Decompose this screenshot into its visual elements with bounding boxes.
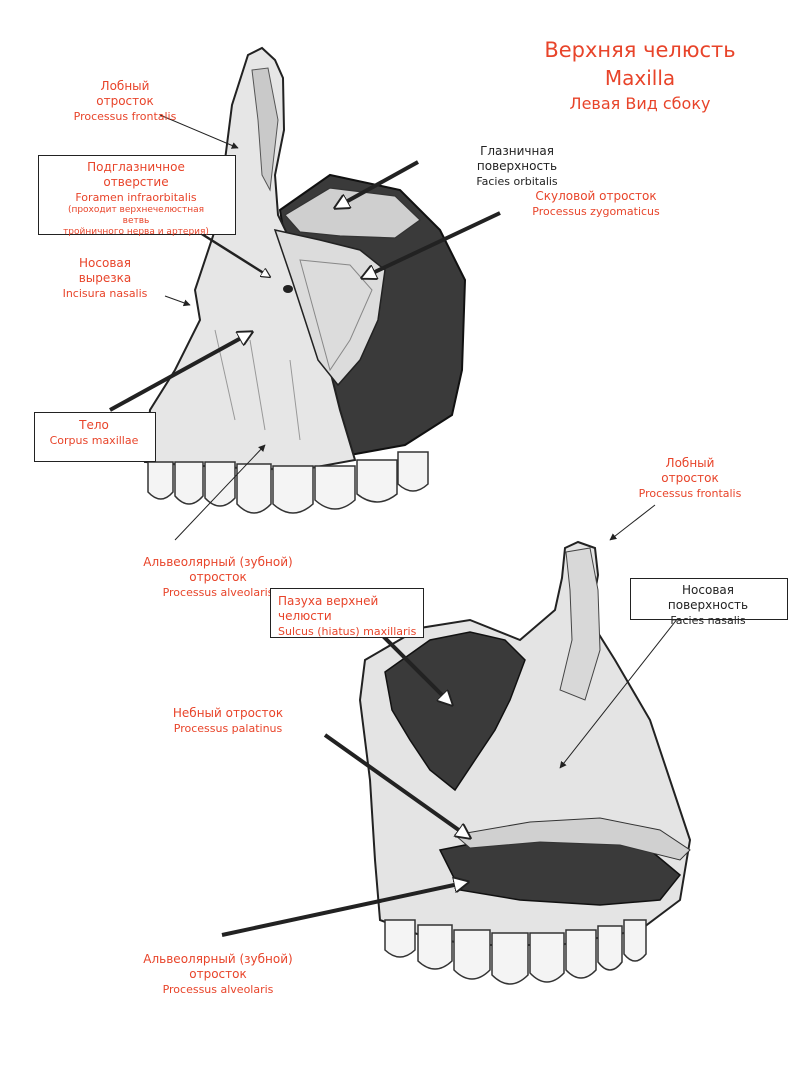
label-frontal-process-top: Лобный отросток Processus frontalis — [55, 79, 195, 124]
label-note: ветвь — [122, 216, 150, 226]
label-text: отверстие — [103, 175, 169, 189]
label-text: Альвеолярный (зубной) — [143, 555, 293, 569]
label-latin: Processus palatinus — [173, 722, 283, 735]
upper-teeth — [147, 451, 429, 514]
label-orbital-surface: Глазничная поверхность Facies orbitalis — [458, 144, 576, 189]
label-text: Тело — [79, 418, 109, 432]
label-latin: Processus zygomaticus — [532, 205, 660, 218]
pointer-lines — [109, 114, 679, 937]
label-text: Подглазничное — [87, 160, 185, 174]
label-text: Глазничная — [480, 144, 554, 158]
label-nasal-surface-text: Носовая поверхность Facies nasalis — [630, 583, 786, 628]
label-latin: Processus frontalis — [73, 110, 177, 123]
label-text: отросток — [661, 471, 719, 485]
label-text: Альвеолярный (зубной) — [143, 952, 293, 966]
lower-teeth — [384, 919, 647, 985]
label-text: Лобный — [100, 79, 150, 93]
label-latin: Corpus maxillae — [49, 434, 139, 447]
label-text: челюсти — [278, 609, 332, 623]
label-palatine-process: Небный отросток Processus palatinus — [158, 706, 298, 736]
label-latin: Facies orbitalis — [476, 175, 558, 188]
label-text: Небный отросток — [172, 706, 284, 720]
infraorbital-foramen — [283, 285, 293, 293]
title-view: Левая Вид сбоку — [569, 94, 711, 113]
label-maxillary-sinus — [270, 588, 424, 638]
label-latin: Facies nasalis — [670, 614, 746, 627]
label-text: Скуловой отросток — [535, 189, 657, 203]
label-frontal-process-right: Лобный отросток Processus frontalis — [620, 456, 760, 501]
label-alveolar-process-bottom: Альвеолярный (зубной) отросток Processus… — [128, 952, 308, 997]
label-infraorbital-text: Подглазничное отверстие Foramen infraorb… — [38, 160, 234, 238]
label-text: поверхность — [667, 598, 749, 612]
label-latin: Foramen infraorbitalis — [75, 191, 197, 204]
label-text: отросток — [96, 94, 154, 108]
label-body — [34, 412, 156, 462]
label-text: отросток — [189, 570, 247, 584]
label-zygomatic-process: Скуловой отросток Processus zygomaticus — [516, 189, 676, 219]
maxilla-lateral-view — [143, 46, 467, 514]
label-latin: Processus frontalis — [638, 487, 742, 500]
figure-title: Верхняя челюсть Maxilla Левая Вид сбоку — [520, 36, 760, 116]
label-infraorbital-foramen — [38, 155, 236, 235]
label-text: Лобный — [665, 456, 715, 470]
maxilla-medial-view — [358, 540, 692, 985]
label-text: отросток — [189, 967, 247, 981]
label-note: тройничного нерва и артерия) — [63, 227, 209, 237]
label-text: поверхность — [476, 159, 558, 173]
label-latin: Sulcus (hiatus) maxillaris — [278, 625, 417, 638]
label-note: (проходит верхнечелюстная — [67, 205, 205, 215]
label-latin: Processus alveolaris — [162, 983, 274, 996]
label-text: Пазуха верхней — [278, 594, 379, 608]
maxilla-body-shape — [143, 46, 357, 472]
label-maxillary-sinus-text: Пазуха верхней челюсти Sulcus (hiatus) m… — [278, 594, 428, 639]
label-text: Носовая — [682, 583, 734, 597]
orbital-surface-shape — [284, 187, 421, 239]
label-body-text: Тело Corpus maxillae — [34, 418, 154, 448]
title-russian: Верхняя челюсть — [544, 38, 736, 62]
label-nasal-surface — [630, 578, 788, 620]
label-nasal-notch: Носовая вырезка Incisura nasalis — [50, 256, 160, 301]
label-latin: Processus alveolaris — [162, 586, 274, 599]
label-alveolar-process-top: Альвеолярный (зубной) отросток Processus… — [128, 555, 308, 600]
label-latin: Incisura nasalis — [62, 287, 148, 300]
title-latin: Maxilla — [604, 66, 676, 90]
label-text: вырезка — [78, 271, 132, 285]
label-text: Носовая — [79, 256, 131, 270]
